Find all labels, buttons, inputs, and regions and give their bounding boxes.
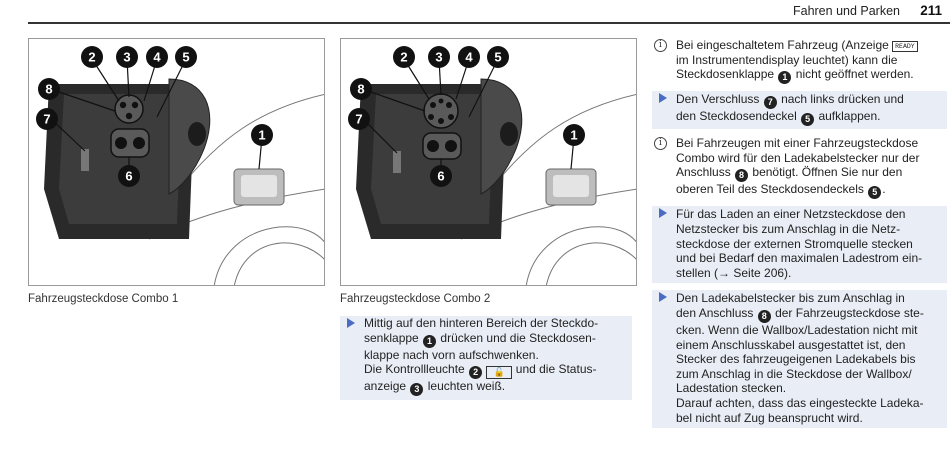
instruction-step-open-lid: Den Verschluss 7 nach links drücken und …	[652, 91, 947, 130]
figure-caption-2: Fahrzeugsteckdose Combo 2	[340, 293, 491, 305]
svg-text:2: 2	[400, 50, 407, 65]
figure-combo-1: 2 3 4 5 8 7 6 1	[28, 38, 325, 286]
svg-text:4: 4	[465, 50, 473, 65]
header-rule	[28, 22, 950, 24]
step-arrow-icon	[659, 208, 667, 219]
callout-ref: 3	[410, 383, 424, 397]
callout-3-icon: 3	[428, 46, 450, 68]
right-column: i Bei eingeschaltetem Fahrzeug (Anzeige …	[652, 38, 947, 429]
svg-text:6: 6	[437, 169, 444, 184]
page-header: Fahren und Parken 211	[0, 0, 950, 26]
svg-text:7: 7	[43, 112, 50, 127]
svg-text:8: 8	[45, 82, 52, 97]
callout-2-icon: 2	[393, 46, 415, 68]
section-title: Fahren und Parken	[792, 4, 900, 18]
instruction-step-charging-cable: Den Ladekabelstecker bis zum Anschlag in…	[652, 290, 947, 429]
charging-socket-illustration-1: 2 3 4 5 8 7 6 1	[36, 46, 324, 285]
callout-ref: 1	[778, 71, 792, 85]
callout-ref: 8	[735, 169, 749, 183]
callout-6-icon: 6	[430, 165, 452, 187]
step-arrow-icon	[659, 93, 667, 104]
callout-1-icon: 1	[251, 124, 273, 146]
svg-text:6: 6	[125, 169, 132, 184]
callout-8-icon: 8	[38, 78, 60, 100]
svg-text:1: 1	[258, 128, 265, 143]
callout-2-icon: 2	[81, 46, 103, 68]
svg-text:3: 3	[435, 50, 442, 65]
svg-text:3: 3	[123, 50, 130, 65]
svg-text:5: 5	[494, 50, 501, 65]
svg-text:5: 5	[182, 50, 189, 65]
callout-3-icon: 3	[116, 46, 138, 68]
callout-8-icon: 8	[350, 78, 372, 100]
instruction-step-open-flap: Mittig auf den hinteren Bereich der Stec…	[340, 316, 632, 400]
callout-ref: 7	[763, 96, 777, 110]
ready-indicator: READY	[892, 41, 918, 52]
step-arrow-icon	[659, 292, 667, 303]
info-icon: i	[654, 137, 667, 151]
callout-ref: 2	[469, 366, 483, 380]
callout-7-icon: 7	[348, 108, 370, 130]
callout-5-icon: 5	[487, 46, 509, 68]
svg-text:1: 1	[570, 128, 577, 143]
instruction-step-mains-plug: Für das Laden an einer Netzsteckdose den…	[652, 206, 947, 284]
callout-5-icon: 5	[175, 46, 197, 68]
callout-1-icon: 1	[563, 124, 585, 146]
callout-6-icon: 6	[118, 165, 140, 187]
info-icon: i	[654, 39, 667, 52]
callout-4-icon: 4	[458, 46, 480, 68]
charging-socket-illustration-2: 2 3 4 5 8 7 6 1	[348, 46, 636, 285]
callout-ref: 5	[868, 186, 882, 200]
step-arrow-icon	[347, 318, 355, 328]
svg-text:8: 8	[357, 82, 364, 97]
figure-caption-1: Fahrzeugsteckdose Combo 1	[28, 293, 179, 305]
page-number: 211	[920, 3, 942, 18]
svg-text:2: 2	[88, 50, 95, 65]
callout-4-icon: 4	[146, 46, 168, 68]
svg-text:7: 7	[355, 112, 362, 127]
figure-combo-2: 2 3 4 5 8 7 6 1	[340, 38, 637, 286]
callout-7-icon: 7	[36, 108, 58, 130]
callout-ref: 1	[423, 334, 437, 348]
callout-ref: 8	[757, 309, 771, 323]
unlock-icon: 🔓	[486, 366, 513, 380]
svg-text:4: 4	[153, 50, 161, 65]
info-note-ready: i Bei eingeschaltetem Fahrzeug (Anzeige …	[652, 38, 947, 85]
callout-ref: 5	[801, 113, 815, 127]
info-note-combo: i Bei Fahrzeugen mit einer Fahrzeugsteck…	[652, 136, 947, 200]
step-text: Mittig auf den hinteren Bereich der Stec…	[340, 316, 632, 397]
